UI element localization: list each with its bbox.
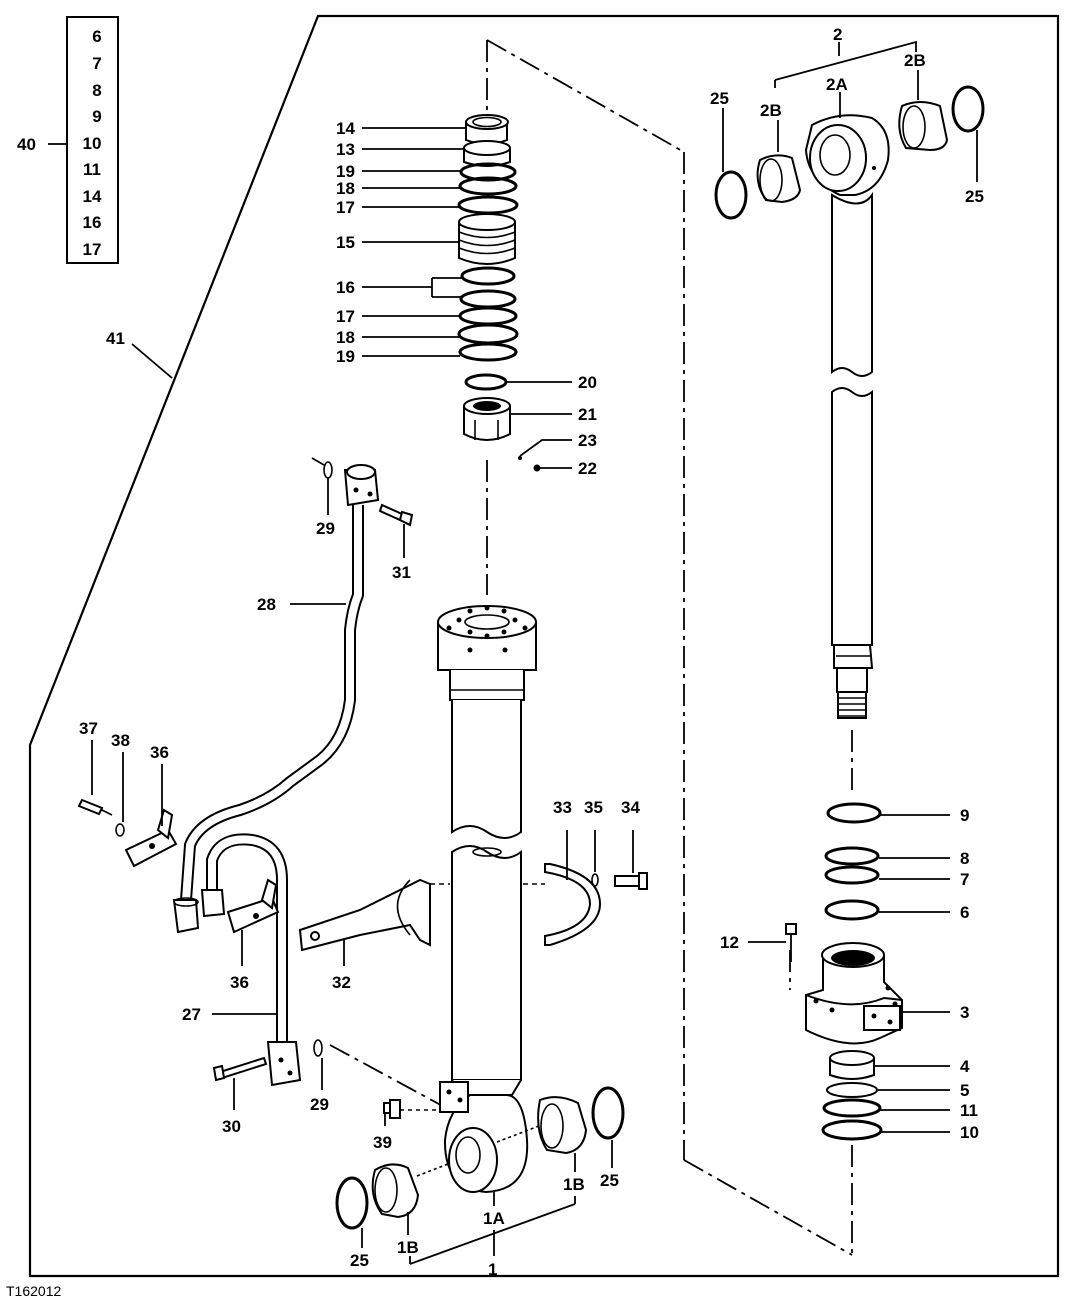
callout-2B: 2B: [760, 101, 782, 120]
callout-14: 14: [336, 119, 355, 138]
callout-33: 33: [553, 798, 572, 817]
callout-36: 36: [230, 973, 249, 992]
callout-36: 36: [150, 743, 169, 762]
callout-18: 18: [336, 328, 355, 347]
callout-2B: 2B: [904, 51, 926, 70]
kit-item: 10: [83, 134, 102, 153]
callout-23: 23: [578, 431, 597, 450]
piston-stack-callouts: 14 13 19 18 17 15 16 17 18 19 20 21 23 2…: [336, 119, 597, 478]
kit-item: 14: [83, 187, 102, 206]
callout-3: 3: [960, 1003, 969, 1022]
hydraulic-pipe-assembly: [77, 457, 648, 1087]
piston-rod: [714, 85, 985, 719]
rod-gland: [785, 802, 903, 1141]
callout-32: 32: [332, 973, 351, 992]
callout-12: 12: [720, 933, 739, 952]
callout-29: 29: [310, 1095, 329, 1114]
grease-fitting: [383, 1099, 438, 1119]
callout-35: 35: [584, 798, 603, 817]
callout-8: 8: [960, 849, 969, 868]
callout-15: 15: [336, 233, 355, 252]
kit-item: 9: [92, 107, 101, 126]
kit-item: 8: [92, 81, 101, 100]
callout-2: 2: [833, 25, 842, 44]
callout-6: 6: [960, 903, 969, 922]
callout-1B: 1B: [563, 1175, 585, 1194]
callout-27: 27: [182, 1005, 201, 1024]
callout-25: 25: [965, 187, 984, 206]
callout-19: 19: [336, 347, 355, 366]
callout-10: 10: [960, 1123, 979, 1142]
kit-box-callout: 40: [17, 135, 36, 154]
tube-eye-callouts: 1A 1B 25 1B 25 1: [350, 1140, 619, 1279]
callout-22: 22: [578, 459, 597, 478]
callout-7: 7: [960, 870, 969, 889]
callout-30: 30: [222, 1117, 241, 1136]
callout-39: 39: [373, 1133, 392, 1152]
callout-1A: 1A: [483, 1209, 505, 1228]
kit-item: 11: [83, 160, 101, 179]
callout-29: 29: [316, 519, 335, 538]
callout-17: 17: [336, 307, 355, 326]
callout-1B: 1B: [397, 1238, 419, 1257]
callout-25: 25: [350, 1251, 369, 1270]
kit-item: 7: [92, 54, 101, 73]
callout-37: 37: [79, 719, 98, 738]
callout-31: 31: [392, 563, 411, 582]
assembly-guide-line: [486, 39, 685, 153]
callout-38: 38: [111, 731, 130, 750]
seal-kit-outline: [28, 14, 1060, 1278]
base-eye-bushings: [335, 1086, 625, 1230]
callout-34: 34: [621, 798, 640, 817]
callout-25: 25: [710, 89, 729, 108]
callout-17: 17: [336, 198, 355, 217]
figure-id: T162012: [6, 1283, 61, 1299]
piston-rod-callouts: 2 2A 2B 2B 25 25: [710, 25, 984, 206]
callout-9: 9: [960, 806, 969, 825]
callout-20: 20: [578, 373, 597, 392]
callout-19: 19: [336, 162, 355, 181]
callout-2A: 2A: [826, 75, 848, 94]
callout-4: 4: [960, 1057, 970, 1076]
callout-28: 28: [257, 595, 276, 614]
callout-21: 21: [578, 405, 597, 424]
callout-18: 18: [336, 179, 355, 198]
callout-5: 5: [960, 1081, 969, 1100]
kit-item: 17: [83, 240, 102, 259]
callout-16: 16: [336, 278, 355, 297]
cylinder-tube: [437, 605, 537, 1194]
kit-item: 6: [92, 27, 101, 46]
rod-gland-callouts: 9 8 7 6 12 3 4 5 11 10: [720, 806, 979, 1142]
kit-contents-box: 40 6 7 8 9 10 11 14 16 17: [17, 16, 119, 264]
callout-13: 13: [336, 140, 355, 159]
callout-25: 25: [600, 1171, 619, 1190]
callout-1: 1: [488, 1260, 497, 1279]
callout-11: 11: [960, 1101, 978, 1120]
assembly-guide-line: [683, 1159, 853, 1256]
pipe-assembly-callouts: 29 31 28 37 38 36 36 32 27 30 29 39 33 3…: [79, 478, 640, 1152]
assembly-guide-line: [329, 1044, 451, 1111]
callout-41: 41: [106, 329, 125, 348]
kit-item: 16: [83, 213, 102, 232]
piston-stack: [457, 114, 541, 472]
